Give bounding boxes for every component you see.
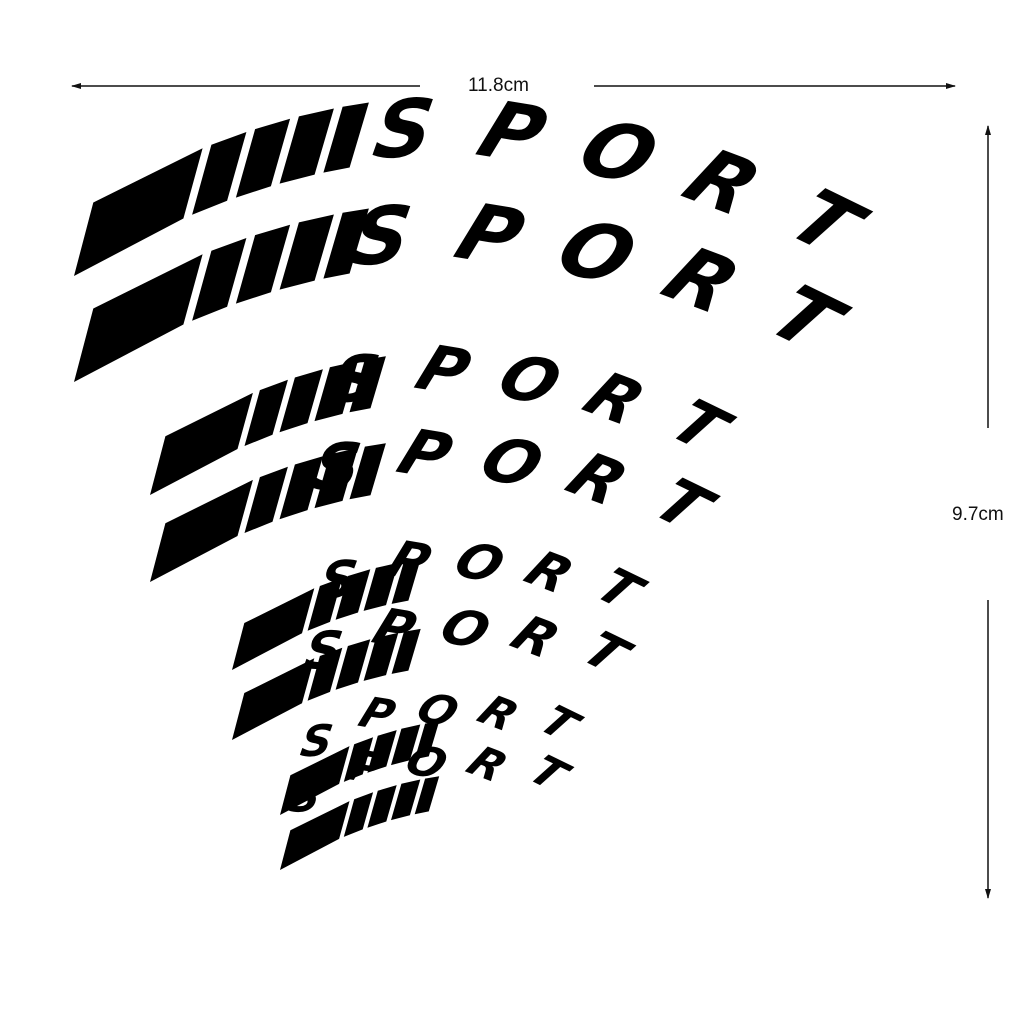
decal-letter: R xyxy=(458,738,516,792)
decal-letter: T xyxy=(530,697,590,751)
decal-stripe xyxy=(192,238,247,321)
decal-letter: S xyxy=(345,188,418,284)
decal-stripe xyxy=(349,356,386,413)
decal-stripe xyxy=(307,647,343,701)
decal-stripe xyxy=(74,254,203,382)
decal-stripe xyxy=(279,108,334,184)
decal-letter: T xyxy=(656,387,746,468)
decal-letter: P xyxy=(388,416,461,494)
decal-stripe xyxy=(150,479,253,582)
decal-stripe xyxy=(74,148,203,276)
decal-stripe xyxy=(335,569,371,620)
decal-stripe xyxy=(323,208,369,279)
decal-letter: T xyxy=(584,558,656,623)
decal-letter: O xyxy=(486,340,573,422)
decal-letter: T xyxy=(519,747,579,801)
decal-stripe xyxy=(414,776,440,815)
decal-stripe xyxy=(232,658,315,740)
decal-stripe xyxy=(150,392,253,495)
decal-letter: S xyxy=(327,341,385,418)
decal-stripe xyxy=(414,721,440,760)
decal-stripe xyxy=(343,792,374,837)
decal-stripe xyxy=(391,779,421,821)
height-label: 9.7cm xyxy=(952,504,1004,525)
decal-stripe xyxy=(244,466,288,533)
decal-letter: T xyxy=(751,269,864,370)
decal-stripe xyxy=(232,588,315,670)
decal-letter: T xyxy=(639,466,729,547)
width-label: 11.8cm xyxy=(468,75,529,96)
decal-letter: S xyxy=(368,81,441,177)
decal-letter: R xyxy=(500,605,569,670)
decal-stripe xyxy=(367,785,397,828)
decal-letter: R xyxy=(647,229,756,331)
decal-stripe xyxy=(391,558,421,604)
decal-stripe xyxy=(280,746,350,815)
decal-stripe xyxy=(335,639,371,690)
decal-letter: O xyxy=(445,531,514,596)
decal-letter: O xyxy=(564,101,673,203)
decal-letter: P xyxy=(407,332,480,410)
decal-letter: R xyxy=(571,359,658,440)
decal-stripe xyxy=(391,724,421,766)
decal-stripe xyxy=(235,224,291,304)
decal-stripe xyxy=(280,801,350,870)
decal-letter: O xyxy=(468,422,555,504)
decal-stripe xyxy=(391,628,421,674)
decal-letter: S xyxy=(300,620,347,681)
decal-stripe xyxy=(343,737,374,782)
decal-letter: P xyxy=(444,186,536,284)
decal-stripe xyxy=(363,562,399,611)
decal-letter: O xyxy=(430,597,499,662)
decal-stripe xyxy=(323,102,369,173)
decal-stripe xyxy=(349,443,386,500)
decal-stripe xyxy=(279,369,323,433)
decal-stripe xyxy=(367,730,397,773)
decal-stripe xyxy=(279,456,323,520)
decal-letter: R xyxy=(668,131,777,233)
decal-letter: P xyxy=(467,83,559,181)
decal-stripe xyxy=(244,379,288,446)
decal-stripe xyxy=(314,448,358,509)
decal-stripe xyxy=(235,118,291,198)
decal-stripe xyxy=(279,214,334,290)
decal-letter: R xyxy=(554,439,641,520)
decal-stripe xyxy=(192,132,247,215)
decal-letter: O xyxy=(542,201,651,303)
decal-letter: P xyxy=(380,530,439,593)
decal-letter: T xyxy=(772,172,885,273)
decal-stripe xyxy=(314,361,358,422)
decal-stripe xyxy=(307,577,343,631)
decal-letter: O xyxy=(408,684,466,739)
decal-stripe xyxy=(363,632,399,681)
decal-letter: R xyxy=(469,687,527,741)
decal-letter: T xyxy=(571,621,643,686)
decal-letter: R xyxy=(514,540,583,605)
